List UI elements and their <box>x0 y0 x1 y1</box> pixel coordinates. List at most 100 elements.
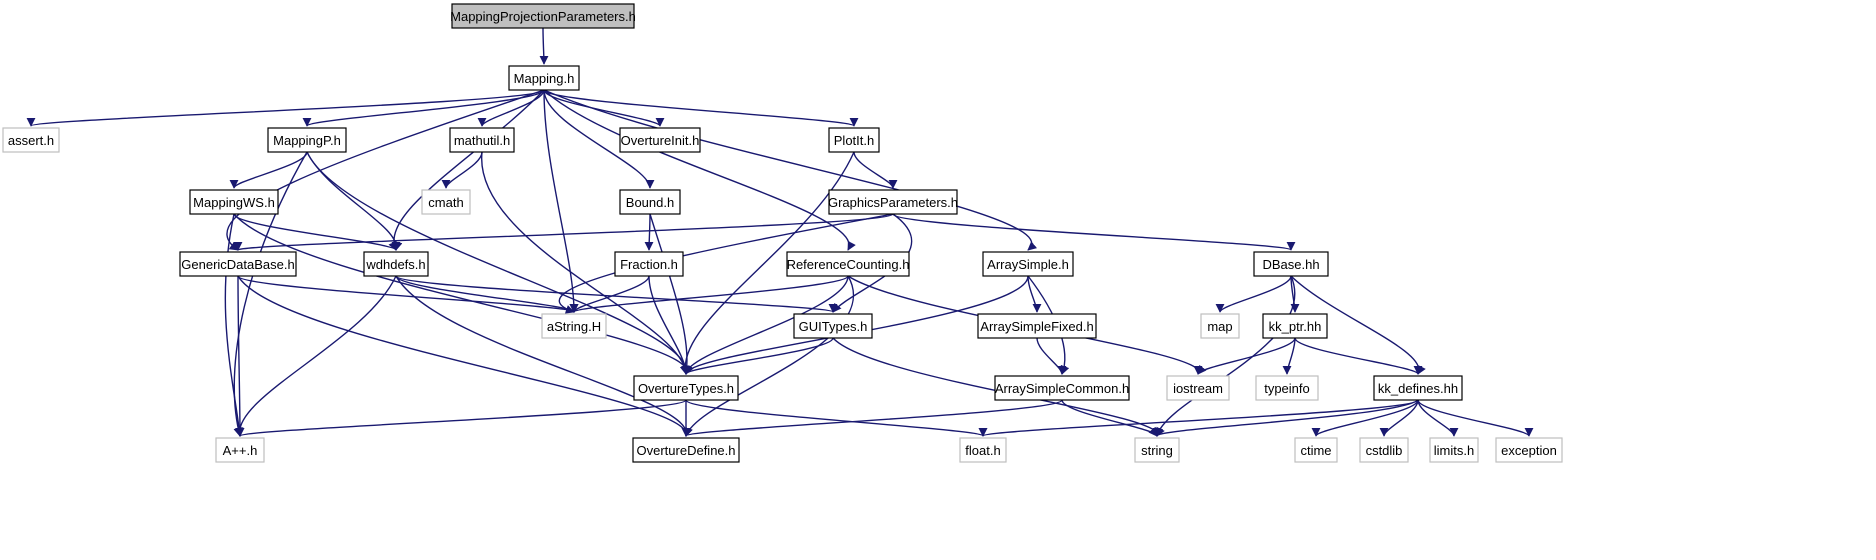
edge-referenceCounting-to-overtureTypes <box>681 275 849 375</box>
edge-dbase-to-map <box>1215 275 1292 313</box>
node-overtureTypes[interactable]: OvertureTypes.h <box>633 375 739 401</box>
node-label-genericDataBase: GenericDataBase.h <box>181 257 294 272</box>
node-label-arraySimple: ArraySimple.h <box>987 257 1069 272</box>
node-iostream: iostream <box>1166 375 1230 401</box>
edge-mapping-to-plotIt <box>543 89 859 127</box>
node-typeinfo: typeinfo <box>1255 375 1319 401</box>
edge-referenceCounting-to-aString <box>569 275 849 313</box>
edge-plotIt-to-graphicsParameters <box>853 151 898 189</box>
node-mappingWS[interactable]: MappingWS.h <box>189 189 279 215</box>
node-label-dbase: DBase.hh <box>1262 257 1319 272</box>
node-box-dbase <box>1253 251 1329 277</box>
node-box-mappingWS <box>189 189 279 215</box>
edge-mappingWS-to-app <box>224 213 244 437</box>
node-box-arraySimpleCommon <box>994 375 1130 401</box>
edge-arraySimpleCommon-to-string <box>1061 399 1162 437</box>
edge-bound-to-overtureTypes <box>649 213 692 375</box>
node-label-exception: exception <box>1501 443 1557 458</box>
node-label-kkPtr: kk_ptr.hh <box>1269 319 1322 334</box>
node-box-cmath <box>421 189 471 215</box>
node-label-root: MappingProjectionParameters.h <box>450 9 636 24</box>
edge-mappingWS-to-wdhdefs <box>233 213 401 251</box>
edge-plotIt-to-overtureTypes <box>679 151 855 375</box>
node-label-string: string <box>1141 443 1173 458</box>
node-guiTypes[interactable]: GUITypes.h <box>793 313 873 339</box>
node-genericDataBase[interactable]: GenericDataBase.h <box>179 251 297 277</box>
node-box-wdhdefs <box>363 251 429 277</box>
edge-kkDefines-to-float <box>978 399 1419 437</box>
node-aString: aString.H <box>541 313 607 339</box>
node-overtureInit[interactable]: OvertureInit.h <box>619 127 701 153</box>
node-label-mappingWS: MappingWS.h <box>193 195 275 210</box>
edge-dbase-to-kkDefines <box>1290 275 1426 375</box>
node-bound[interactable]: Bound.h <box>619 189 681 215</box>
edge-referenceCounting-to-overtureDefine <box>684 275 855 437</box>
node-box-ctime <box>1294 437 1338 463</box>
node-box-referenceCounting <box>786 251 910 277</box>
node-label-limits: limits.h <box>1434 443 1474 458</box>
node-label-aString: aString.H <box>547 319 601 334</box>
edge-layer <box>27 27 1534 437</box>
node-box-map <box>1200 313 1240 339</box>
edge-mapping-to-assert <box>27 89 545 127</box>
node-box-assert <box>2 127 60 153</box>
node-dbase[interactable]: DBase.hh <box>1253 251 1329 277</box>
node-box-mappingP <box>267 127 347 153</box>
edge-kkPtr-to-typeinfo <box>1282 337 1296 375</box>
node-kkDefines[interactable]: kk_defines.hh <box>1373 375 1463 401</box>
node-graphicsParameters[interactable]: GraphicsParameters.h <box>828 189 958 215</box>
edge-dbase-to-string <box>1154 275 1296 437</box>
node-referenceCounting[interactable]: ReferenceCounting.h <box>786 251 910 277</box>
node-arraySimple[interactable]: ArraySimple.h <box>982 251 1074 277</box>
edge-mapping-to-referenceCounting <box>543 89 856 251</box>
node-box-string <box>1134 437 1180 463</box>
node-limits: limits.h <box>1429 437 1479 463</box>
node-mapping[interactable]: Mapping.h <box>508 65 580 91</box>
edge-wdhdefs-to-overtureDefine <box>395 275 693 437</box>
node-box-mapping <box>508 65 580 91</box>
node-box-graphicsParameters <box>828 189 958 215</box>
node-label-iostream: iostream <box>1173 381 1223 396</box>
edge-genericDataBase-to-aString <box>237 275 579 313</box>
edge-kkDefines-to-string <box>1148 399 1419 437</box>
node-box-iostream <box>1166 375 1230 401</box>
node-arraySimpleFixed[interactable]: ArraySimpleFixed.h <box>977 313 1097 339</box>
node-kkPtr[interactable]: kk_ptr.hh <box>1262 313 1328 339</box>
node-root: MappingProjectionParameters.h <box>450 3 636 29</box>
edge-bound-to-fraction <box>644 213 654 251</box>
node-wdhdefs[interactable]: wdhdefs.h <box>363 251 429 277</box>
node-overtureDefine[interactable]: OvertureDefine.h <box>632 437 740 463</box>
edge-arraySimpleFixed-to-arraySimpleCommon <box>1036 337 1067 375</box>
edge-guiTypes-to-overtureTypes <box>681 337 834 375</box>
edge-wdhdefs-to-guiTypes <box>395 275 838 313</box>
node-label-plotIt: PlotIt.h <box>834 133 874 148</box>
node-arraySimpleCommon[interactable]: ArraySimpleCommon.h <box>994 375 1130 401</box>
node-box-arraySimple <box>982 251 1074 277</box>
edge-overtureTypes-to-float <box>685 399 988 437</box>
node-box-fraction <box>614 251 684 277</box>
edge-mapping-to-bound <box>543 89 655 189</box>
node-exception: exception <box>1495 437 1563 463</box>
edge-genericDataBase-to-overtureDefine <box>237 275 693 437</box>
node-fraction[interactable]: Fraction.h <box>614 251 684 277</box>
edge-mappingP-to-mappingWS <box>229 151 308 189</box>
node-label-assert: assert.h <box>8 133 54 148</box>
node-label-overtureTypes: OvertureTypes.h <box>638 381 734 396</box>
node-box-root <box>451 3 635 29</box>
node-mathutil[interactable]: mathutil.h <box>449 127 515 153</box>
node-plotIt[interactable]: PlotIt.h <box>828 127 880 153</box>
node-mappingP[interactable]: MappingP.h <box>267 127 347 153</box>
node-string: string <box>1134 437 1180 463</box>
node-label-bound: Bound.h <box>626 195 674 210</box>
node-label-overtureDefine: OvertureDefine.h <box>637 443 736 458</box>
edge-arraySimple-to-arraySimpleFixed <box>1027 275 1042 313</box>
edge-arraySimpleCommon-to-overtureDefine <box>681 399 1063 437</box>
edge-mapping-to-wdhdefs <box>388 89 545 251</box>
node-box-genericDataBase <box>179 251 297 277</box>
node-label-mappingP: MappingP.h <box>273 133 341 148</box>
node-box-bound <box>619 189 681 215</box>
edge-mapping-to-mathutil <box>477 89 545 127</box>
node-assert: assert.h <box>2 127 60 153</box>
edge-genericDataBase-to-app <box>235 275 245 437</box>
